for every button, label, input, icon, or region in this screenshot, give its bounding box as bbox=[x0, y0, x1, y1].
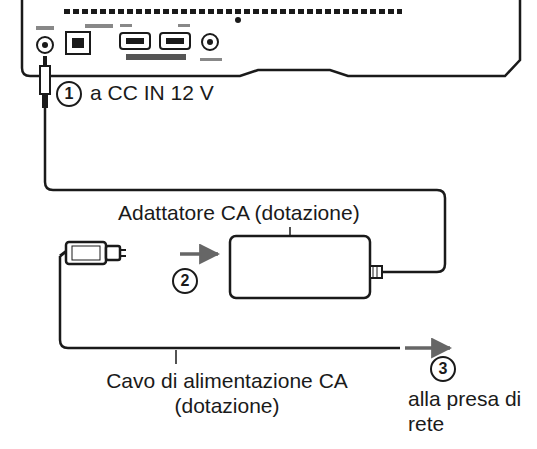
ac-power-cord bbox=[60, 242, 400, 364]
connection-label: alla presa di rete bbox=[408, 386, 533, 436]
player-rear-panel bbox=[22, 0, 520, 76]
outlet-arrow bbox=[405, 346, 450, 350]
part-label: Adattatore CA (dotazione) bbox=[118, 200, 448, 225]
callout-number: 2 bbox=[172, 268, 198, 294]
callout-number: 1 bbox=[56, 81, 82, 107]
part-label: Cavo di alimentazione CA (dotazione) bbox=[82, 368, 372, 418]
ac-adapter bbox=[230, 227, 382, 298]
connection-label: a CC IN 12 V bbox=[90, 80, 290, 105]
insert-arrow bbox=[180, 252, 218, 256]
callout-number: 3 bbox=[430, 356, 456, 382]
